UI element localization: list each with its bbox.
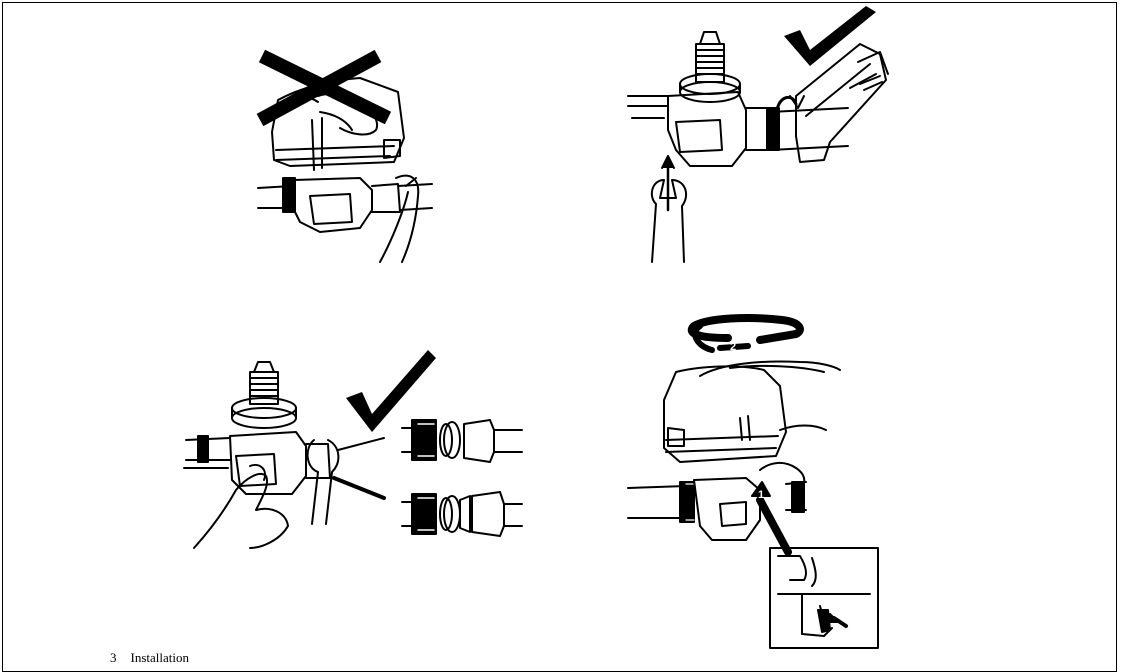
check-mark-icon [784,6,876,66]
panel-correct-tightening [628,6,888,262]
panel-actuator-mounting [628,318,878,648]
panel-correct-fittings [184,350,522,548]
panel-wrong-mounting [258,56,432,262]
step-1-label: 1 [758,488,770,502]
cross-mark-icon [260,56,388,120]
figure-number: 3 [110,650,117,665]
step-2-label: 2 [730,340,742,354]
figure-caption-text: Installation [131,650,190,665]
